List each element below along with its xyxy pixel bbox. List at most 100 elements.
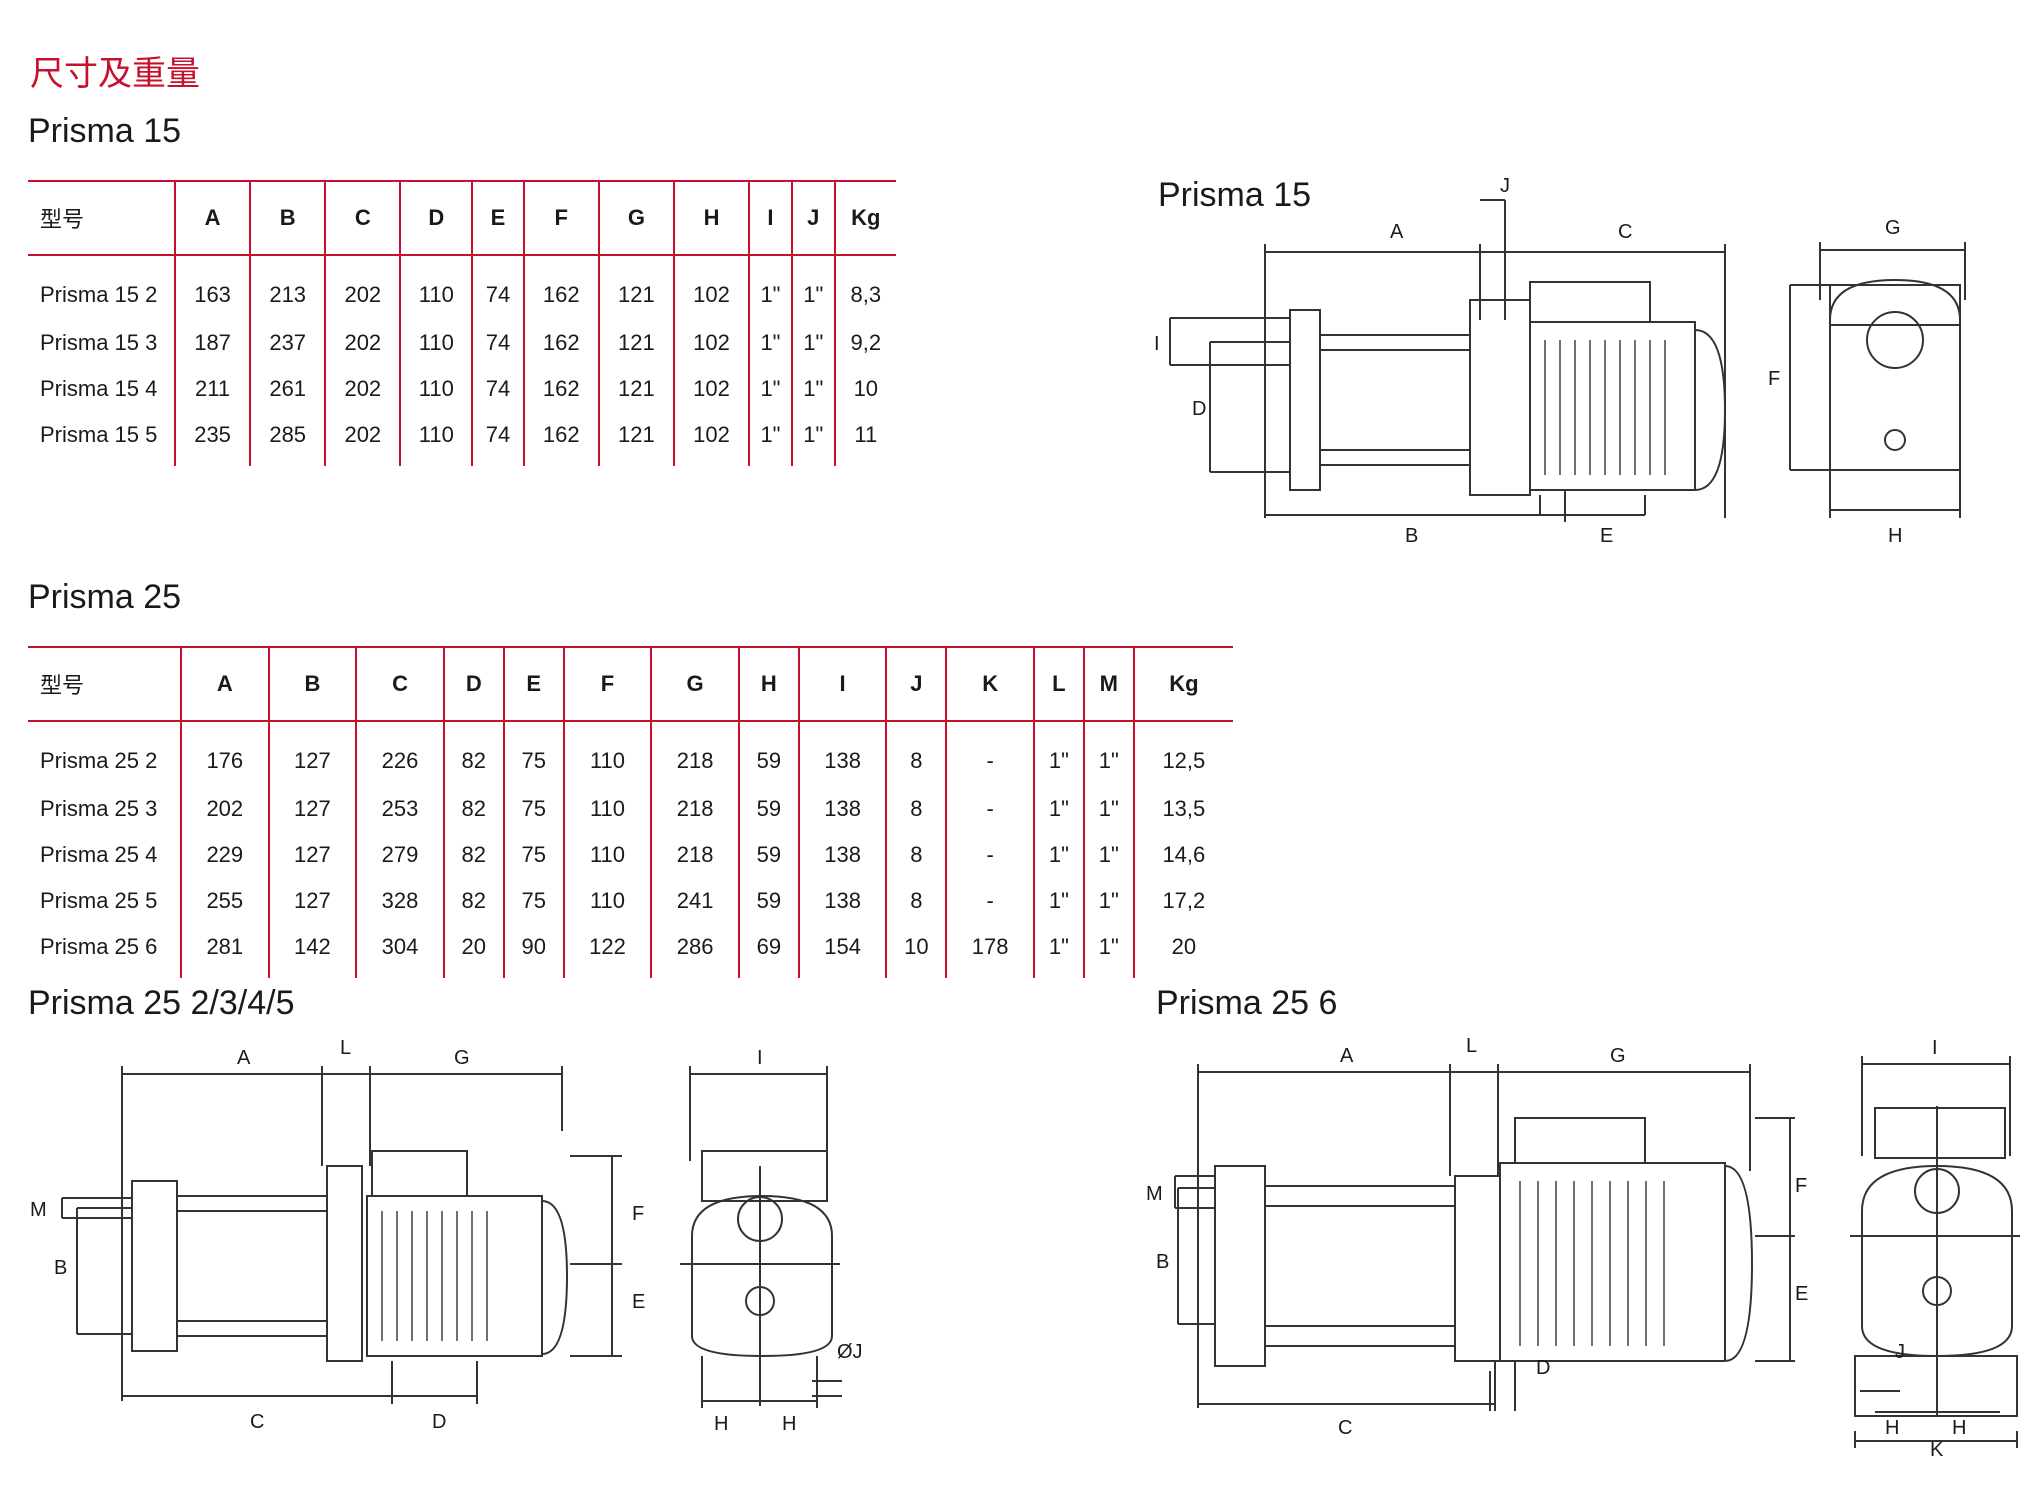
value-cell: 218 — [651, 786, 740, 832]
model-cell: Prisma 25 3 — [28, 786, 182, 832]
column-header: C — [325, 180, 402, 256]
value-cell: 121 — [598, 320, 675, 366]
column-header: M — [1083, 646, 1135, 722]
dim-label-g: G — [454, 1047, 470, 1069]
value-cell: 9,2 — [850, 330, 882, 355]
column-header: A — [175, 180, 252, 256]
dim-label-l: L — [1466, 1036, 1477, 1057]
value-cell: 75 — [503, 721, 565, 786]
column-header: C — [356, 646, 445, 722]
column-header: F — [563, 646, 653, 722]
value-cell: 176 — [181, 721, 270, 786]
value-cell: 75 — [503, 878, 565, 924]
value-cell: 1" — [1033, 721, 1085, 786]
column-header: D — [400, 180, 474, 256]
dim-label-g: G — [1610, 1045, 1626, 1067]
value-cell: - — [946, 721, 1035, 786]
model-cell: Prisma 25 6 — [28, 924, 182, 978]
value-cell: 142 — [268, 924, 358, 978]
value-cell: 8,3 — [850, 282, 882, 307]
value-cell: 138 — [798, 721, 888, 786]
dim-label-d: D — [1536, 1357, 1550, 1379]
model-cell: Prisma 25 4 — [28, 832, 182, 878]
value-cell: 13,5 — [1162, 796, 1206, 821]
value-cell: 218 — [651, 721, 740, 786]
value-cell: 10 — [853, 376, 879, 401]
value-cell: 74 — [472, 366, 525, 412]
value-cell: - — [946, 832, 1035, 878]
value-cell: 17,2 — [1162, 888, 1206, 913]
column-header: D — [443, 646, 505, 722]
value-cell: 279 — [356, 832, 445, 878]
dim-label-e: E — [1795, 1283, 1808, 1305]
column-header: A — [181, 646, 270, 722]
value-cell: 122 — [563, 924, 653, 978]
value-cell: 202 — [325, 255, 402, 320]
value-cell: 187 — [175, 320, 252, 366]
value-cell: 127 — [268, 832, 358, 878]
model-cell: Prisma 15 4 — [28, 366, 176, 412]
value-cell: 1" — [749, 412, 793, 466]
value-cell: 202 — [325, 320, 402, 366]
column-header: I — [749, 180, 793, 256]
dim-label-h1: H — [714, 1413, 728, 1435]
value-cell: 162 — [523, 320, 600, 366]
drawing-prisma15: Prisma 15 A C J I D B E G F H — [1150, 170, 1980, 560]
value-cell: 82 — [443, 878, 505, 924]
value-cell: 8 — [886, 786, 948, 832]
dim-label-i: I — [1154, 333, 1160, 355]
value-cell: 127 — [268, 878, 358, 924]
column-header: F — [523, 180, 600, 256]
value-cell: 154 — [798, 924, 888, 978]
column-header: B — [250, 180, 327, 256]
value-cell: 163 — [175, 255, 252, 320]
value-cell: 255 — [181, 878, 270, 924]
value-cell: 1" — [1033, 832, 1085, 878]
value-cell: 241 — [651, 878, 740, 924]
value-cell: 110 — [563, 786, 653, 832]
value-cell: 121 — [598, 412, 675, 466]
value-cell: 162 — [523, 366, 600, 412]
value-cell: 110 — [400, 412, 474, 466]
dim-label-g: G — [1885, 217, 1901, 239]
dim-label-a: A — [1390, 221, 1404, 243]
value-cell: 261 — [250, 366, 327, 412]
dim-label-m: M — [30, 1199, 47, 1221]
dim-label-c: C — [250, 1411, 264, 1433]
value-cell: 1" — [791, 366, 836, 412]
column-header: L — [1033, 646, 1085, 722]
drawing-title: Prisma 15 — [1158, 176, 1311, 214]
column-header: H — [673, 180, 751, 256]
dim-label-a: A — [1340, 1045, 1354, 1067]
value-cell: 102 — [673, 412, 751, 466]
column-header: B — [268, 646, 358, 722]
drawing-prisma25-6: A L G M B F E C D I H H K J — [1140, 1036, 2020, 1456]
value-cell: 1" — [791, 412, 836, 466]
value-cell: 235 — [175, 412, 252, 466]
value-cell: 69 — [738, 924, 800, 978]
column-header: I — [798, 646, 888, 722]
dim-label-a: A — [237, 1047, 251, 1069]
value-cell: 82 — [443, 786, 505, 832]
value-cell: 121 — [598, 366, 675, 412]
section-title-prisma15: Prisma 15 — [28, 112, 182, 150]
dim-label-m: M — [1146, 1183, 1163, 1205]
value-cell: 1" — [1033, 786, 1085, 832]
value-cell: 1" — [1083, 924, 1135, 978]
value-cell: 138 — [798, 878, 888, 924]
value-cell: - — [946, 786, 1035, 832]
value-cell: 102 — [673, 255, 751, 320]
dim-label-l: L — [340, 1037, 351, 1059]
value-cell: 20 — [443, 924, 505, 978]
value-cell: 1" — [1033, 878, 1085, 924]
page-heading: 尺寸及重量 — [30, 54, 200, 94]
column-header: J — [886, 646, 948, 722]
value-cell: 11 — [854, 422, 878, 447]
